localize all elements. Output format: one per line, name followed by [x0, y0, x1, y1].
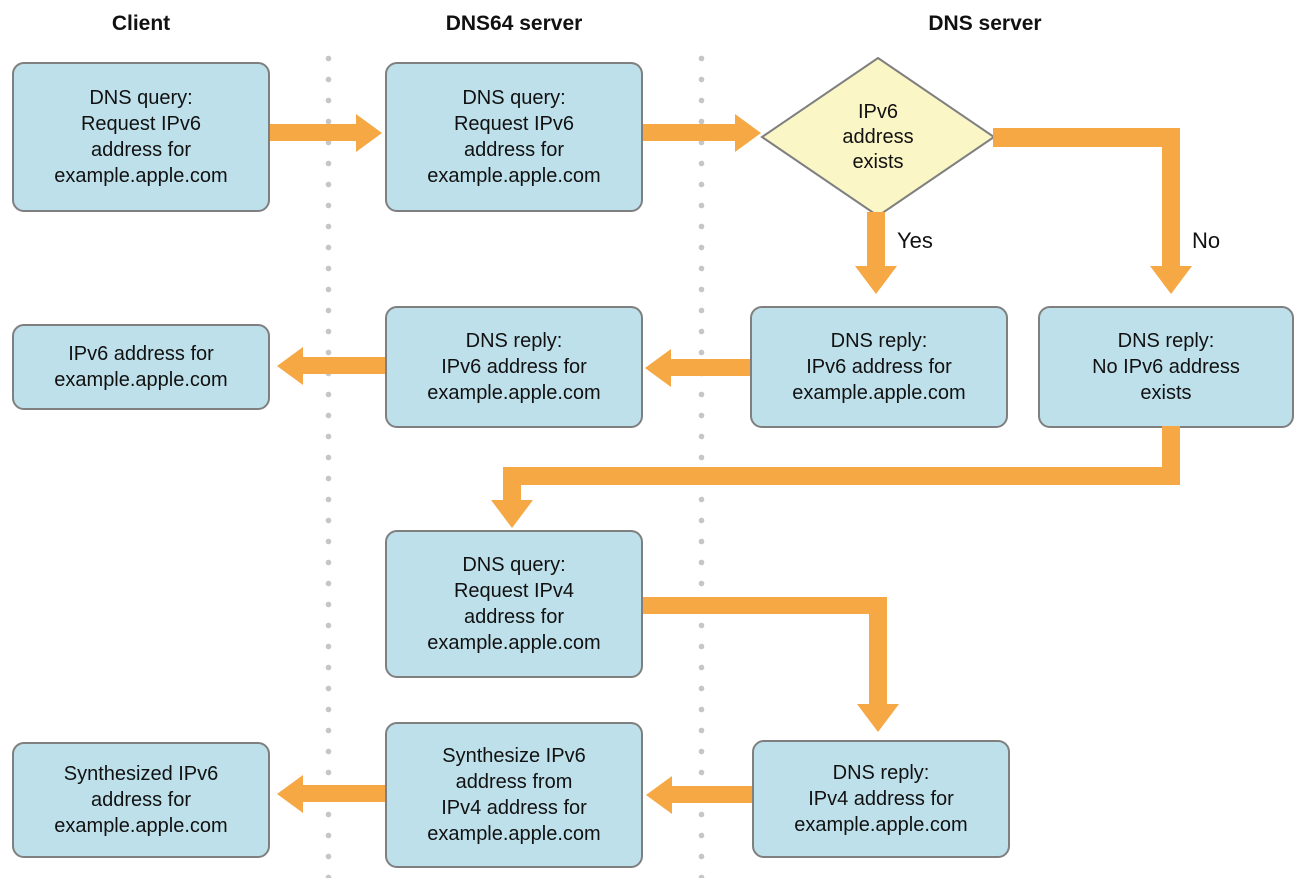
node-dns-reply-no-ipv6: DNS reply: No IPv6 address exists: [1038, 306, 1294, 428]
edge-label-yes: Yes: [897, 228, 933, 253]
arrow-r4-server-to-dns64-shaft: [672, 786, 752, 803]
node-dns-query-ipv4-dns64: DNS query: Request IPv4 address for exam…: [385, 530, 643, 678]
arrow-yes-branch-head: [855, 266, 897, 294]
arrow-q4-horizontal-shaft: [643, 597, 887, 614]
arrow-return-vertical-left-shaft: [503, 467, 521, 500]
node-synthesized-ipv6-client: Synthesized IPv6 address for example.app…: [12, 742, 270, 858]
arrow-yes-branch-shaft: [867, 212, 885, 266]
node-dns-query-ipv6-client: DNS query: Request IPv6 address for exam…: [12, 62, 270, 212]
column-header-dns-server: DNS server: [928, 12, 1042, 35]
arrow-syn-dns64-to-client-shaft: [303, 785, 385, 802]
edge-label-no: No: [1192, 228, 1221, 253]
column-separator-left: [325, 48, 332, 878]
arrow-r4-server-to-dns64-head: [646, 776, 672, 814]
arrow-q4-head: [857, 704, 899, 732]
arrow-q6-client-to-dns64-head: [356, 114, 382, 152]
node-dns-reply-ipv6-dns64: DNS reply: IPv6 address for example.appl…: [385, 306, 643, 428]
arrow-r6-server-to-dns64-shaft: [671, 359, 750, 376]
node-dns-reply-ipv6-server: DNS reply: IPv6 address for example.appl…: [750, 306, 1008, 428]
arrow-no-branch-head: [1150, 266, 1192, 294]
node-decision-ipv6-address-exists: IPv6 address exists: [760, 57, 996, 217]
arrow-r6-server-to-dns64-head: [645, 349, 671, 387]
column-header-dns64-server: DNS64 server: [445, 12, 583, 35]
arrow-q6-dns64-to-decision-shaft: [643, 124, 735, 141]
arrow-syn-dns64-to-client-head: [277, 775, 303, 813]
node-ipv6-address-client: IPv6 address for example.apple.com: [12, 324, 270, 410]
decision-label: IPv6 address exists: [842, 100, 914, 173]
node-dns-query-ipv6-dns64: DNS query: Request IPv6 address for exam…: [385, 62, 643, 212]
column-header-client: Client: [111, 12, 171, 35]
arrow-q4-vertical-shaft: [869, 597, 887, 704]
arrow-no-branch-vertical-shaft: [1162, 128, 1180, 266]
node-synthesize-ipv6-dns64: Synthesize IPv6 address from IPv4 addres…: [385, 722, 643, 868]
arrow-r6-dns64-to-client-shaft: [303, 357, 385, 374]
arrow-q6-dns64-to-decision-head: [735, 114, 761, 152]
arrow-no-branch-horizontal-shaft: [993, 128, 1180, 147]
column-separator-right: [698, 48, 705, 878]
arrow-r6-dns64-to-client-head: [277, 347, 303, 385]
arrow-return-head: [491, 500, 533, 528]
node-dns-reply-ipv4-server: DNS reply: IPv4 address for example.appl…: [752, 740, 1010, 858]
arrow-q6-client-to-dns64-shaft: [270, 124, 356, 141]
arrow-return-horizontal-shaft: [503, 467, 1180, 485]
